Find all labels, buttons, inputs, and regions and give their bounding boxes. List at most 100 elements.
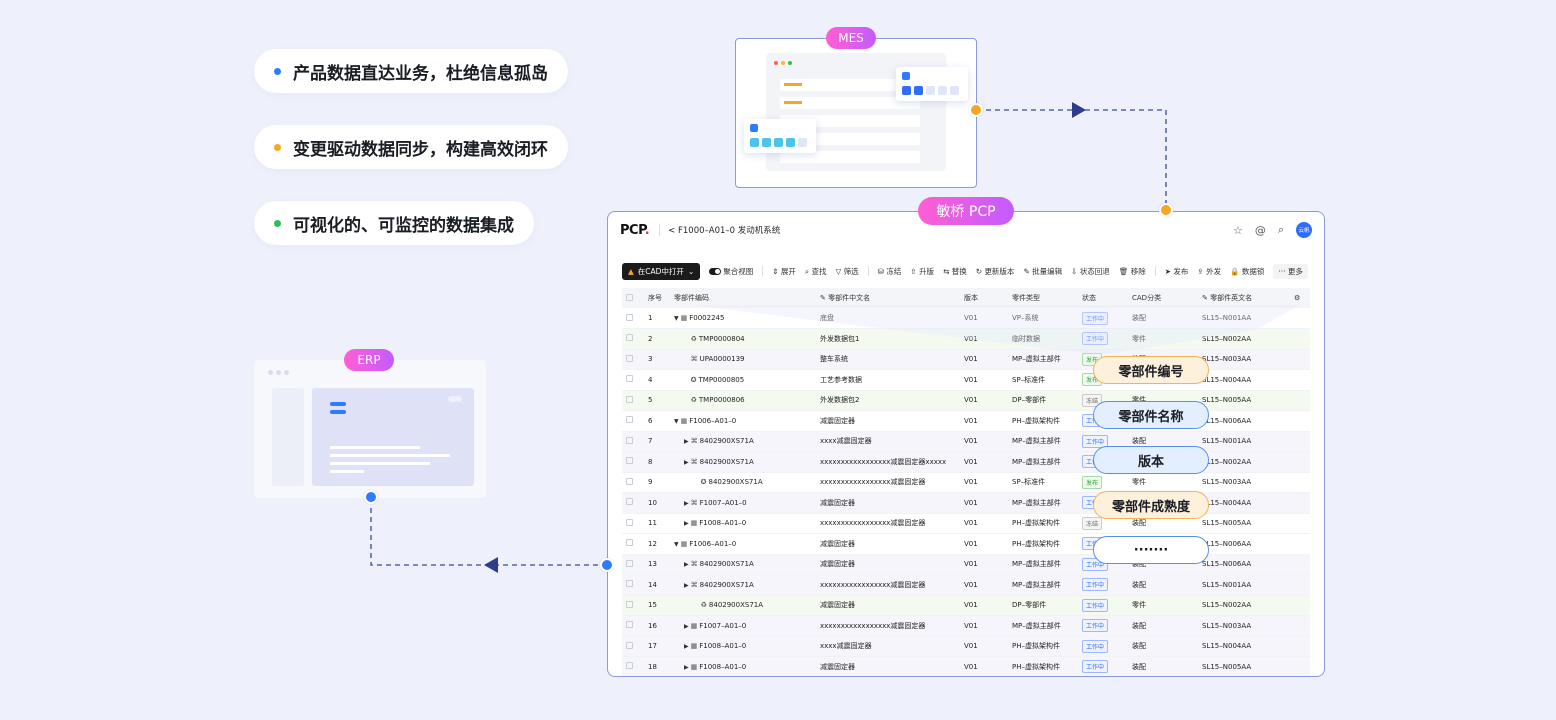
upgrade-button[interactable]: ⇧ 升版: [910, 266, 934, 277]
part-code-cell[interactable]: ▶♻8402900XS71A: [670, 595, 816, 616]
part-code-cell[interactable]: ▼▦F1006–A01–0: [670, 534, 816, 555]
col-header[interactable]: CAD分类: [1132, 294, 1162, 302]
replace-button[interactable]: ⇆ 替换: [943, 266, 967, 277]
tree-toggle-icon[interactable]: ▶: [684, 561, 689, 569]
row-checkbox[interactable]: [622, 411, 644, 432]
more-button[interactable]: ··· 更多: [1273, 263, 1308, 279]
tree-toggle-icon[interactable]: ▶: [684, 458, 689, 466]
replace-label: 替换: [951, 266, 967, 276]
external-send-button[interactable]: ⇪ 外发: [1197, 266, 1221, 277]
filter-button[interactable]: ▽ 筛选: [836, 266, 859, 277]
tree-toggle-icon[interactable]: ▶: [684, 438, 689, 446]
part-code-cell[interactable]: ▶⌘8402900XS71A: [670, 452, 816, 473]
tree-toggle-icon[interactable]: ▶: [684, 520, 689, 528]
row-checkbox[interactable]: [622, 349, 644, 370]
row-number: 14: [648, 580, 657, 589]
table-row[interactable]: 9▶✪8402900XS71Axxxxxxxxxxxxxxxxx减震固定器V01…: [622, 472, 1310, 493]
row-checkbox[interactable]: [622, 370, 644, 391]
row-checkbox[interactable]: [622, 616, 644, 637]
row-checkbox[interactable]: [622, 493, 644, 514]
row-checkbox[interactable]: [622, 452, 644, 473]
table-row[interactable]: 15▶♻8402900XS71A减震固定器V01DP–零部件工作中零件SL15–…: [622, 595, 1310, 616]
part-code-cell[interactable]: ▶▦F1008–A01–0: [670, 657, 816, 677]
remove-button[interactable]: 🗑 移除: [1119, 266, 1146, 277]
find-button[interactable]: ⌕ 查找: [805, 266, 827, 277]
row-checkbox[interactable]: [622, 472, 644, 493]
row-checkbox[interactable]: [622, 431, 644, 452]
row-checkbox[interactable]: [622, 534, 644, 555]
expand-button[interactable]: ⇕ 展开: [772, 266, 796, 277]
tree-toggle-icon[interactable]: ▼: [674, 315, 679, 322]
avatar[interactable]: 云帆: [1296, 222, 1312, 238]
row-checkbox[interactable]: [622, 329, 644, 350]
tree-toggle-icon[interactable]: ▶: [684, 643, 689, 651]
part-code-cell[interactable]: ▼▦F1006–A01–0: [670, 411, 816, 432]
part-code-cell[interactable]: ▶♻TMP0000804: [670, 329, 816, 350]
row-checkbox[interactable]: [622, 657, 644, 677]
search-icon[interactable]: ⌕: [1277, 223, 1284, 236]
row-checkbox[interactable]: [622, 390, 644, 411]
freeze-button[interactable]: ⛁ 冻结: [878, 266, 902, 277]
cad-class: 装配: [1132, 662, 1146, 671]
col-header[interactable]: 零件类型: [1012, 294, 1040, 302]
data-lock-button[interactable]: 🔒 数据锁: [1230, 266, 1264, 277]
at-icon[interactable]: @: [1254, 223, 1266, 237]
rollback-icon: ⇩: [1071, 266, 1078, 276]
col-header[interactable]: ✎ 零部件中文名: [820, 294, 871, 302]
row-checkbox[interactable]: [622, 595, 644, 616]
row-checkbox[interactable]: [622, 636, 644, 657]
table-row[interactable]: 2▶♻TMP0000804外发数据包1V01临时数据工作中零件SL15–N002…: [622, 328, 1310, 350]
row-checkbox[interactable]: [622, 308, 644, 329]
part-code-cell[interactable]: ▶⌘8402900XS71A: [670, 431, 816, 452]
open-in-cad-button[interactable]: ▲ 在CAD中打开 ⌄: [622, 262, 701, 280]
star-icon[interactable]: ☆: [1232, 223, 1243, 237]
part-code-cell[interactable]: ▼▦F0002245: [670, 308, 816, 329]
part-code-cell[interactable]: ▶▦F1008–A01–0: [670, 636, 816, 657]
row-checkbox[interactable]: [622, 513, 644, 534]
part-code-cell[interactable]: ▶⌘F1007–A01–0: [670, 493, 816, 514]
col-header[interactable]: ✎ 零部件英文名: [1202, 294, 1253, 302]
row-checkbox[interactable]: [622, 575, 644, 596]
column-settings-gear-icon[interactable]: ⚙: [1294, 294, 1301, 302]
part-code-cell[interactable]: ▶✪TMP0000805: [670, 370, 816, 391]
part-code-cell[interactable]: ▶✪8402900XS71A: [670, 472, 816, 493]
col-header[interactable]: 状态: [1082, 294, 1096, 302]
part-code-cell[interactable]: ▶♻TMP0000806: [670, 390, 816, 411]
tree-toggle-icon[interactable]: ▶: [684, 622, 689, 630]
part-code-cell[interactable]: ▶⌘UPA0000139: [670, 349, 816, 370]
tree-toggle-icon[interactable]: ▶: [684, 499, 689, 507]
part-type: MP–虚拟主部件: [1012, 355, 1061, 364]
batch-edit-button[interactable]: ✎ 批量编辑: [1023, 266, 1062, 277]
tree-toggle-icon[interactable]: ▶: [684, 663, 689, 671]
breadcrumb[interactable]: < F1000–A01–0 发动机系统: [659, 224, 780, 236]
select-all-checkbox[interactable]: [622, 288, 644, 308]
status-rollback-label: 状态回退: [1079, 266, 1110, 276]
publish-button[interactable]: ➤ 发布: [1165, 266, 1189, 277]
col-header[interactable]: 零部件编码: [674, 294, 709, 302]
part-code-cell[interactable]: ▶▦F1007–A01–0: [670, 616, 816, 637]
tree-toggle-icon[interactable]: ▶: [684, 581, 689, 589]
tree-toggle-icon[interactable]: ▼: [674, 417, 679, 425]
part-code-cell[interactable]: ▶▦F1008–A01–0: [670, 513, 816, 534]
cad-class: 装配: [1132, 437, 1146, 446]
part-code: TMP0000805: [698, 375, 745, 384]
status-rollback-button[interactable]: ⇩ 状态回退: [1071, 266, 1110, 277]
part-name: 整车系统: [820, 355, 848, 364]
col-header[interactable]: 序号: [648, 294, 662, 302]
part-code-cell[interactable]: ▶⌘8402900XS71A: [670, 575, 816, 596]
update-version-button[interactable]: ↻ 更新版本: [976, 266, 1015, 277]
part-name: xxxx减震固定器: [820, 642, 872, 651]
aggregate-view-toggle[interactable]: 聚合视图: [709, 266, 753, 277]
tree-toggle-icon[interactable]: ▼: [674, 540, 679, 548]
col-header[interactable]: 版本: [964, 294, 978, 302]
row-checkbox[interactable]: [622, 554, 644, 575]
aggregate-view-label: 聚合视图: [723, 266, 754, 276]
part-code-cell[interactable]: ▶⌘8402900XS71A: [670, 554, 816, 575]
